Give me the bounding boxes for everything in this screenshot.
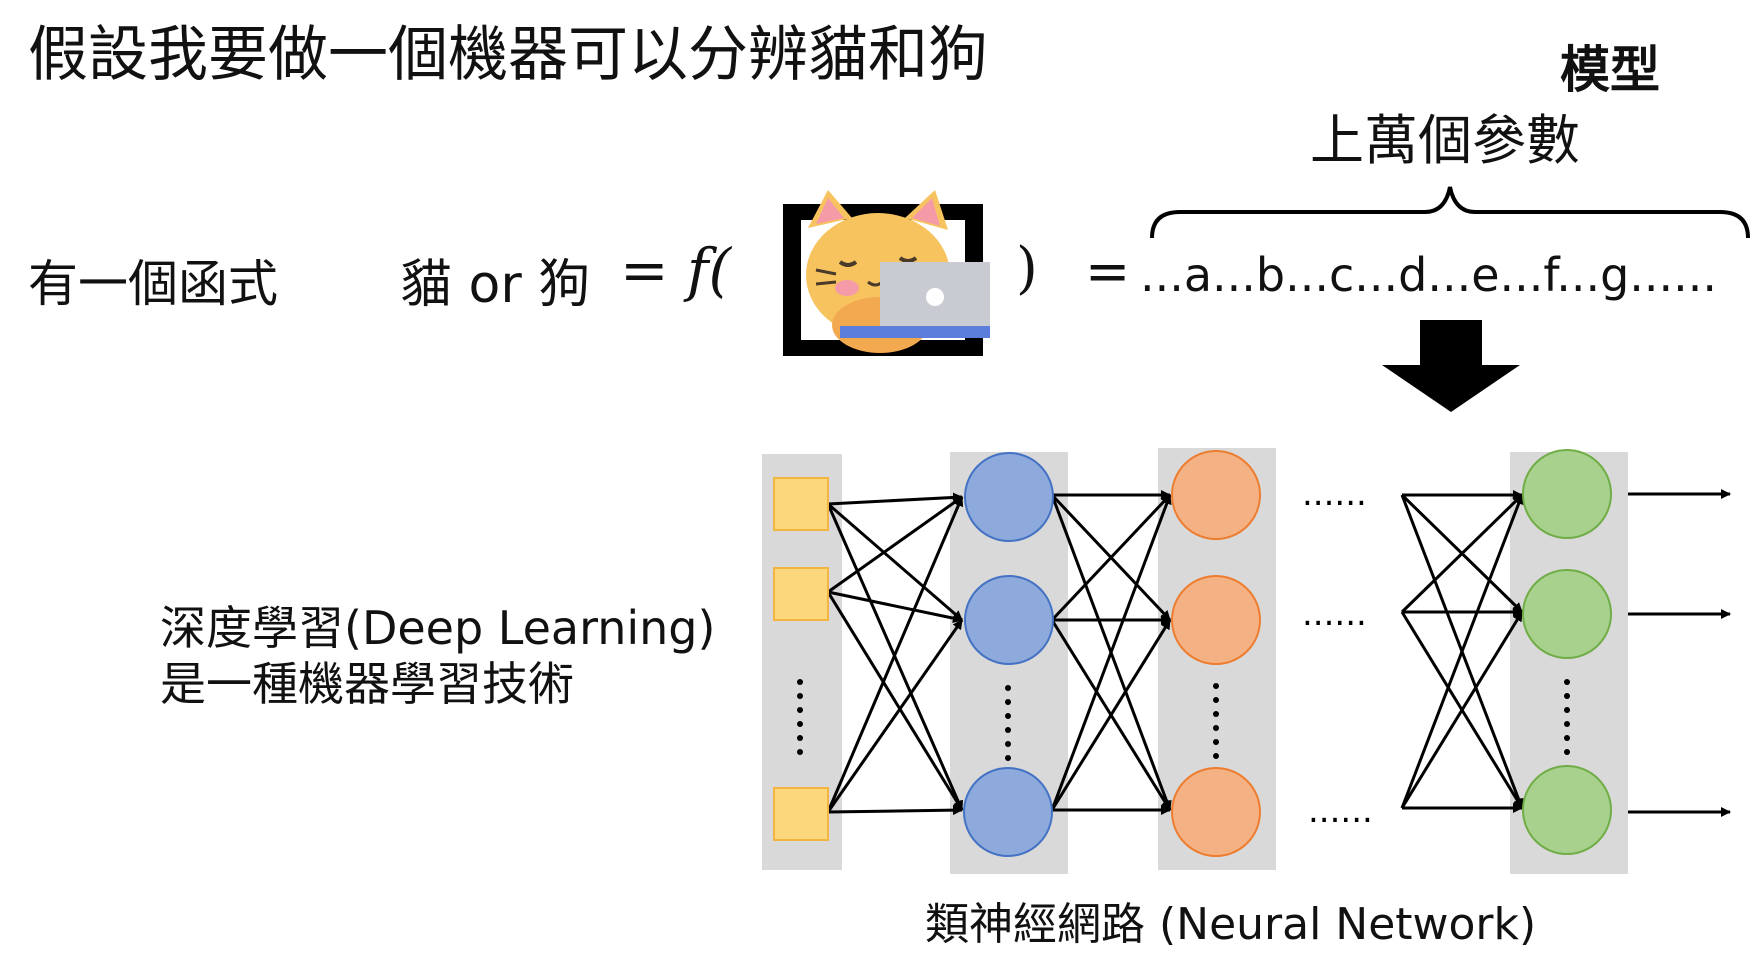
input-nodes — [773, 477, 829, 841]
params-label: 上萬個參數 — [1310, 109, 1580, 172]
page-title: 假設我要做一個機器可以分辨貓和狗 — [28, 20, 988, 90]
connections-to-output — [1400, 490, 1524, 813]
horizontal-ellipsis: ...... — [1302, 594, 1367, 634]
neural-network-label: 類神經網路 (Neural Network) — [925, 899, 1537, 950]
horizontal-ellipsis: ...... — [1302, 474, 1367, 514]
hidden2-node — [1171, 450, 1261, 540]
horizontal-ellipsis: ...... — [1308, 791, 1373, 831]
hidden-layer-1-nodes — [963, 452, 1054, 857]
function-label: 有一個函式 — [28, 255, 278, 313]
output-node — [1522, 449, 1612, 539]
input-node — [773, 477, 829, 531]
model-label: 模型 — [1560, 41, 1660, 99]
connections-hidden1-to-hidden2 — [1050, 490, 1172, 815]
vertical-ellipsis-dots — [797, 679, 1570, 761]
connections-input-to-hidden1 — [826, 492, 964, 816]
equation-rparen: ) — [1016, 236, 1038, 301]
input-node — [773, 787, 829, 841]
hidden1-node — [963, 767, 1053, 857]
equation-lhs: = f( — [620, 236, 732, 304]
equation-equals: = — [1085, 240, 1131, 303]
hidden1-node — [964, 575, 1054, 665]
hidden2-node — [1171, 767, 1261, 857]
output-arrows — [1628, 489, 1731, 817]
input-node — [773, 567, 829, 621]
down-arrow-icon — [1382, 320, 1520, 412]
hidden1-node — [964, 452, 1054, 542]
output-label: 貓 or 狗 — [400, 255, 591, 315]
brace — [1150, 186, 1750, 239]
hidden2-node — [1171, 575, 1261, 665]
equation-expression: ...a...b...c...d...e...f...g...... — [1140, 248, 1718, 302]
deep-learning-description-line1: 深度學習(Deep Learning) — [160, 601, 716, 655]
deep-learning-description-line2: 是一種機器學習技術 — [160, 657, 574, 711]
hidden-layer-2-nodes — [1171, 450, 1261, 857]
cat-with-laptop-icon — [783, 190, 990, 356]
output-node — [1522, 569, 1612, 659]
output-node — [1522, 765, 1612, 855]
output-layer-nodes — [1522, 449, 1612, 855]
